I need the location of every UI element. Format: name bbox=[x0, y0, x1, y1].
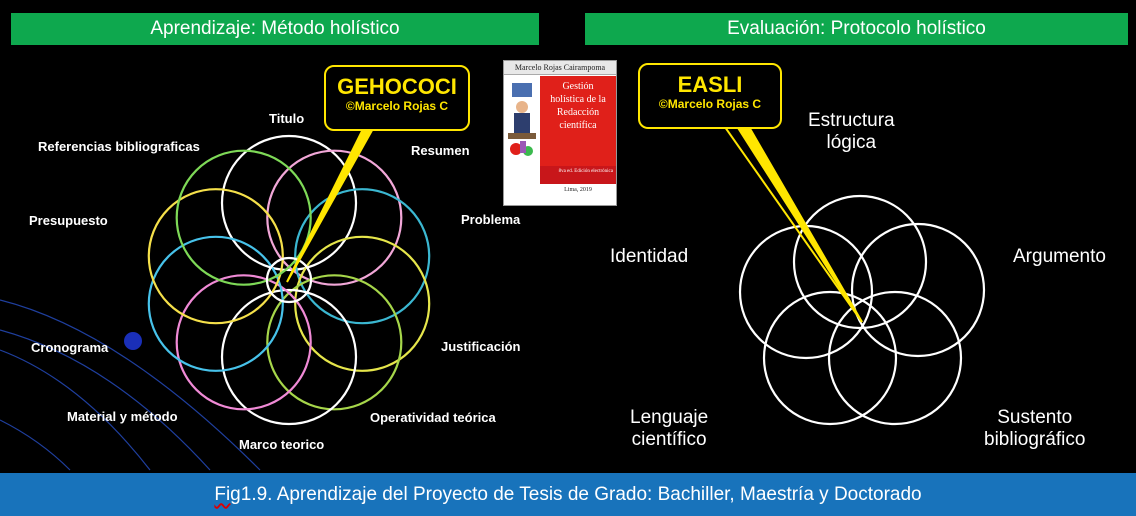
label-lenguaje-line2: científico bbox=[631, 429, 707, 450]
label-estructura-line2: lógica bbox=[826, 132, 877, 153]
label-presupuesto: Presupuesto bbox=[29, 213, 108, 228]
book-title-panel: Gestión holística de la Redacción cientí… bbox=[540, 76, 616, 166]
label-identidad: Identidad bbox=[610, 246, 689, 267]
left-ring-0 bbox=[220, 134, 358, 272]
label-problema: Problema bbox=[461, 212, 521, 227]
label-justificacion: Justificación bbox=[441, 339, 521, 354]
book-title-line3: Redacción bbox=[556, 107, 600, 118]
book-author: Marcelo Rojas Cairampoma bbox=[504, 61, 616, 75]
diagram-canvas bbox=[0, 119, 986, 471]
ring-estructura bbox=[792, 194, 928, 330]
left-ring-6 bbox=[175, 274, 312, 411]
label-lenguaje-cientifico: Lenguaje científico bbox=[630, 407, 708, 451]
easli-callout: EASLI ©Marcelo Rojas C bbox=[638, 63, 782, 129]
label-sustento-line2: bibliográfico bbox=[984, 429, 1086, 450]
book-place: Lima, 2019 bbox=[564, 187, 592, 193]
label-operatividad: Operatividad teórica bbox=[370, 410, 496, 425]
easli-title: EASLI bbox=[677, 72, 743, 97]
right-ring-diagram bbox=[738, 194, 986, 426]
label-argumento: Argumento bbox=[1013, 246, 1106, 267]
left-ring-2 bbox=[294, 188, 431, 325]
right-section-header: Evaluación: Protocolo holístico bbox=[585, 13, 1128, 45]
left-ring-1 bbox=[266, 149, 403, 286]
label-marco: Marco teorico bbox=[239, 437, 325, 452]
left-ring-flower bbox=[147, 134, 431, 426]
left-ring-9 bbox=[175, 149, 312, 286]
caption-fig-word: Fig bbox=[214, 483, 241, 505]
label-cronograma: Cronograma bbox=[31, 340, 109, 355]
label-material: Material y método bbox=[67, 409, 178, 424]
book-edition: 8va ed. Edición electrónica bbox=[540, 166, 616, 184]
label-lenguaje-line1: Lenguaje bbox=[630, 407, 709, 428]
label-resumen: Resumen bbox=[411, 143, 470, 158]
easli-author: ©Marcelo Rojas C bbox=[658, 97, 762, 111]
gehococi-callout: GEHOCOCI ©Marcelo Rojas C bbox=[324, 65, 470, 131]
ring-lenguaje bbox=[762, 290, 898, 426]
book-title-line2: holística de la bbox=[550, 94, 606, 105]
left-callout-pointer bbox=[286, 124, 377, 283]
caption-text: 1.9. Aprendizaje del Proyecto de Tesis d… bbox=[240, 483, 922, 505]
label-referencias: Referencias bibliograficas bbox=[38, 139, 200, 154]
book-title-line1: Gestión bbox=[562, 81, 594, 92]
label-estructura-logica: Estructura lógica bbox=[808, 110, 895, 154]
label-sustento-bibliografico: Sustento bibliográfico bbox=[984, 407, 1085, 451]
left-ring-5 bbox=[220, 288, 358, 426]
gehococi-author: ©Marcelo Rojas C bbox=[345, 99, 449, 113]
left-ring-center bbox=[265, 256, 313, 304]
book-illustration bbox=[508, 83, 536, 156]
figure-caption: Fig 1.9. Aprendizaje del Proyecto de Tes… bbox=[0, 473, 1136, 516]
left-ring-7 bbox=[147, 235, 284, 372]
planet-dot bbox=[124, 332, 142, 350]
label-estructura-line1: Estructura bbox=[808, 110, 895, 131]
left-ring-4 bbox=[266, 274, 403, 411]
label-titulo: Titulo bbox=[269, 111, 305, 126]
callout-pointers bbox=[286, 119, 863, 323]
ring-sustento bbox=[827, 290, 963, 426]
book-title-line4: científica bbox=[559, 120, 597, 131]
book-cover-image: Marcelo Rojas Cairampoma Gestión holísti… bbox=[503, 60, 617, 206]
left-ring-3 bbox=[294, 235, 431, 372]
ring-argumento bbox=[850, 222, 986, 358]
left-section-header: Aprendizaje: Método holístico bbox=[11, 13, 539, 45]
label-sustento-line1: Sustento bbox=[997, 407, 1073, 428]
gehococi-title: GEHOCOCI bbox=[337, 74, 457, 99]
orbit-arcs bbox=[0, 299, 261, 471]
left-ring-8 bbox=[147, 188, 284, 325]
